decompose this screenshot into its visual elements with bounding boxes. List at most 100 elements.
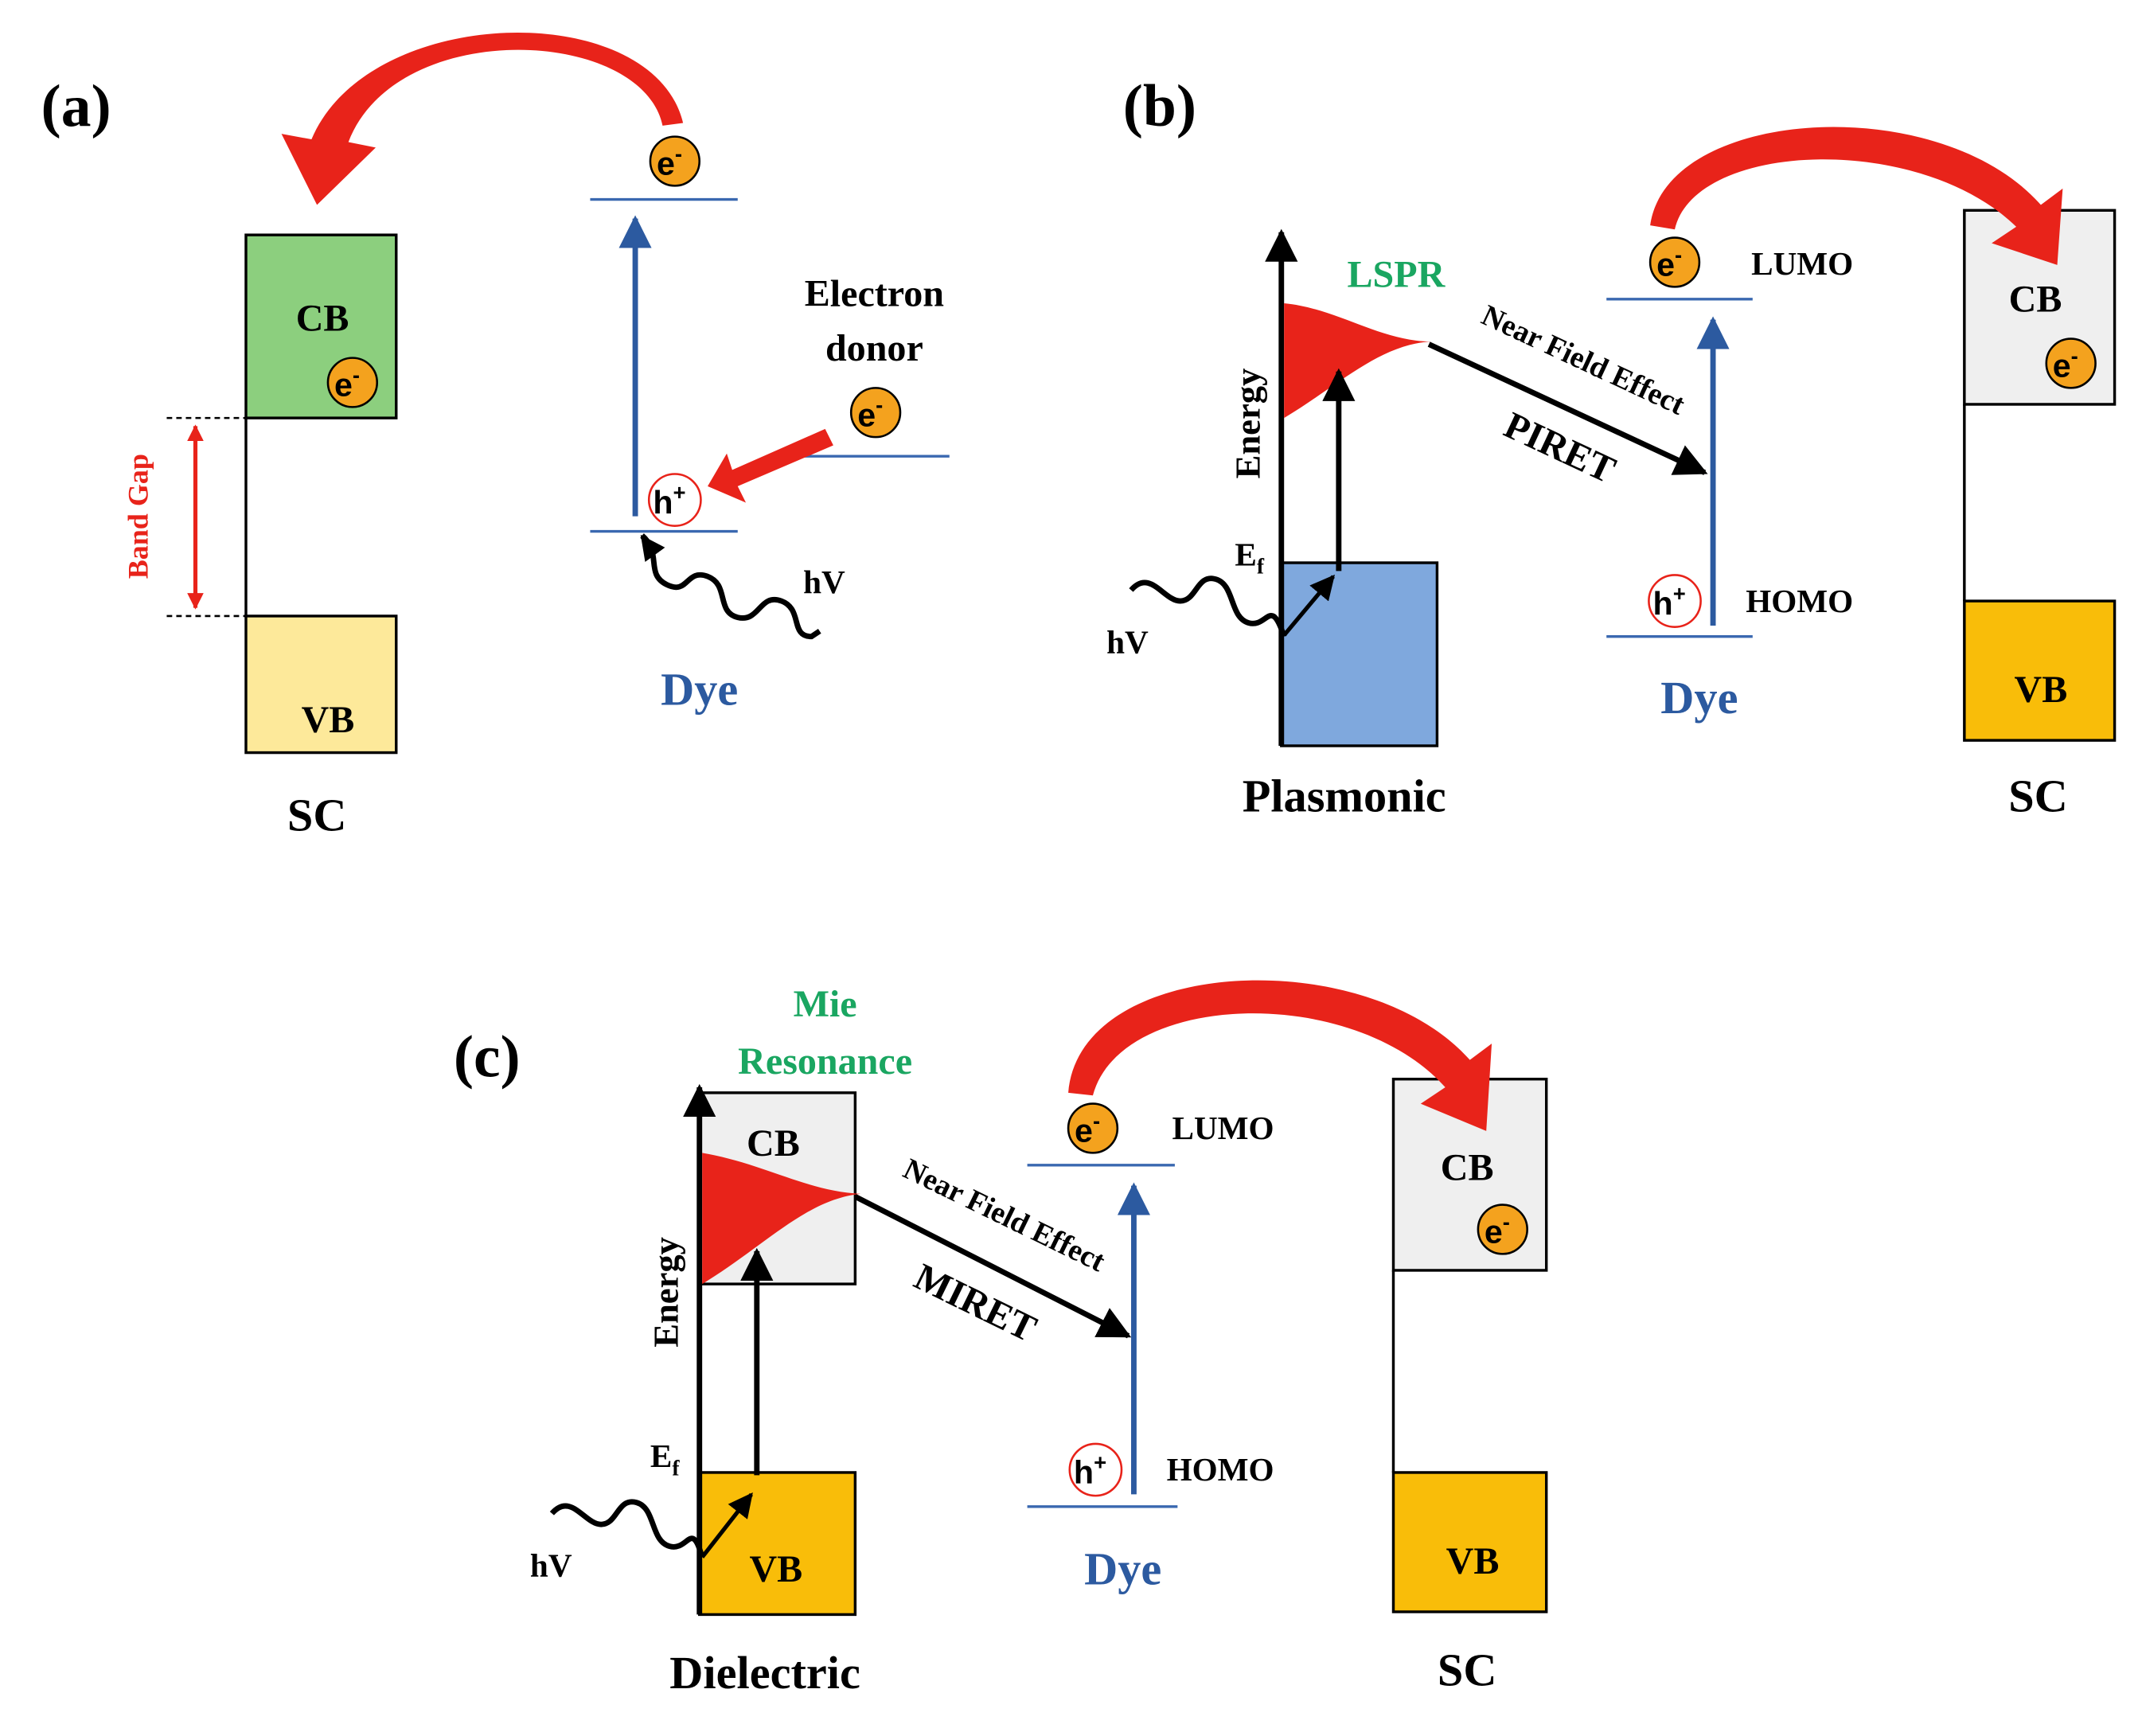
panel-c-vb-box [698,1471,857,1617]
panel-b-photon-arrow [1282,574,1335,637]
panel-a-dye-label: Dye [661,664,738,716]
panel-c-resonance-label-1: Mie [794,983,857,1025]
electron-icon: e- [2045,337,2097,389]
electron-symbol: e [1485,1214,1503,1250]
electron-symbol: e [657,146,675,182]
electron-icon: e- [326,357,379,408]
electron-icon: e- [1477,1203,1528,1255]
electron-icon: e- [649,135,701,187]
electron-icon: e- [1648,236,1701,288]
panel-b-ef-main: E [1235,536,1256,572]
electron-symbol: e [1656,247,1675,283]
panel-a-hv-label: hV [803,564,845,600]
panel-c: (c) Mie Resonance Energy Ef CB VB hV Die… [454,980,1548,1699]
panel-c-homo-label: HOMO [1167,1451,1274,1488]
electron-charge: - [675,141,682,166]
electron-charge: - [1503,1209,1510,1234]
hole-icon: h+ [647,473,702,527]
panel-c-cb-label: CB [747,1122,800,1164]
panel-a-donor-label-1: Electron [805,272,944,314]
photon-wave-icon [640,533,821,640]
panel-c-near-field-arrow [853,1194,1132,1339]
panel-b-ef-sub: f [1257,555,1265,579]
svg-text:h+: h+ [1074,1450,1106,1491]
electron-charge: - [1093,1108,1100,1133]
hole-symbol: h [1074,1454,1094,1491]
panel-a-band-gap-label: Band Gap [122,454,154,579]
panel-b-lspr-label: LSPR [1348,253,1446,295]
hole-charge: + [1094,1450,1106,1475]
panel-c-hv-label: hV [530,1547,572,1583]
svg-text:e-: e- [857,392,883,433]
svg-text:e-: e- [657,141,682,181]
panel-b-label: (b) [1123,73,1196,139]
svg-text:e-: e- [1656,242,1682,283]
panel-c-vb-label: VB [749,1548,802,1590]
panel-b-near-field-arrow [1427,341,1708,475]
photon-wave-icon [549,1499,705,1558]
panel-b-hv-label: hV [1106,623,1149,660]
panel-c-energy-label: Energy [646,1237,685,1348]
panel-b-lspr-peak [1284,302,1432,419]
panel-c-sc-vb-box [1391,1471,1548,1613]
hole-icon: h+ [1068,1442,1123,1497]
panel-a-cb-label: CB [296,297,349,339]
panel-b-sc-cb-label: CB [2009,278,2062,320]
panel-b-plasmonic-block [1280,561,1439,747]
hole-symbol: h [1653,585,1673,622]
electron-charge: - [2071,343,2078,368]
panel-a-photon-arrow [640,534,665,562]
panel-c-resonance-label-2: Resonance [738,1040,912,1083]
svg-text:h+: h+ [653,480,685,521]
panel-a-label: (a) [41,73,111,139]
panel-c-ef-label: Ef [650,1438,680,1480]
panel-c-sc-label: SC [1438,1644,1497,1696]
svg-text:e-: e- [2053,343,2078,384]
hole-icon: h+ [1648,574,1702,628]
electron-icon: e- [849,387,902,439]
curved-arrow-icon [1650,127,2063,265]
panel-b-lumo-label: LUMO [1751,245,1853,282]
electron-symbol: e [334,367,353,404]
hole-charge: + [1673,581,1686,606]
svg-text:e-: e- [1075,1108,1100,1149]
panel-a-donor-label-2: donor [825,327,923,369]
panel-b: (b) Energy Ef LSPR hV Plasmonic Near Fie… [1106,73,2117,821]
panel-c-dye-label: Dye [1084,1543,1161,1595]
electron-charge: - [1675,242,1682,267]
panel-a-vb-box [244,614,398,755]
photon-wave-icon [1129,575,1287,638]
panel-c-label: (c) [454,1024,521,1090]
electron-symbol: e [2053,348,2071,384]
panel-c-sc-vb-label: VB [1446,1540,1500,1582]
panel-b-sc-label: SC [2008,770,2068,821]
electron-symbol: e [857,396,876,433]
panel-b-piret-label: PIRET [1498,404,1621,492]
panel-a-sc-label: SC [287,789,347,841]
curved-arrow-icon [281,32,684,205]
panel-a-vb-label: VB [302,699,355,741]
panel-c-lumo-label: LUMO [1172,1110,1274,1146]
panel-c-sc-cb-label: CB [1441,1147,1494,1189]
panel-c-dielectric-label: Dielectric [669,1647,860,1699]
electron-charge: - [353,363,360,388]
electron-charge: - [876,392,883,417]
panel-b-near-field-label: Near Field Effect [1477,298,1690,422]
panel-a-donor-transfer-arrow [708,428,833,503]
hole-symbol: h [653,484,673,521]
panel-b-homo-label: HOMO [1746,583,1853,619]
panel-b-sc-vb-box [1963,599,2117,742]
electron-symbol: e [1075,1113,1093,1149]
hole-charge: + [673,480,686,505]
panel-c-ef-sub: f [672,1456,680,1480]
panel-c-ef-main: E [650,1438,672,1474]
panel-b-ef-label: Ef [1235,536,1264,578]
panel-a: (a) Band Gap CB VB SC e- e- h+ [41,32,950,841]
panel-b-dye-label: Dye [1660,672,1738,724]
panel-b-energy-label: Energy [1227,369,1267,479]
electron-icon: e- [1067,1102,1119,1154]
svg-text:e-: e- [334,363,360,404]
svg-text:e-: e- [1485,1209,1510,1250]
